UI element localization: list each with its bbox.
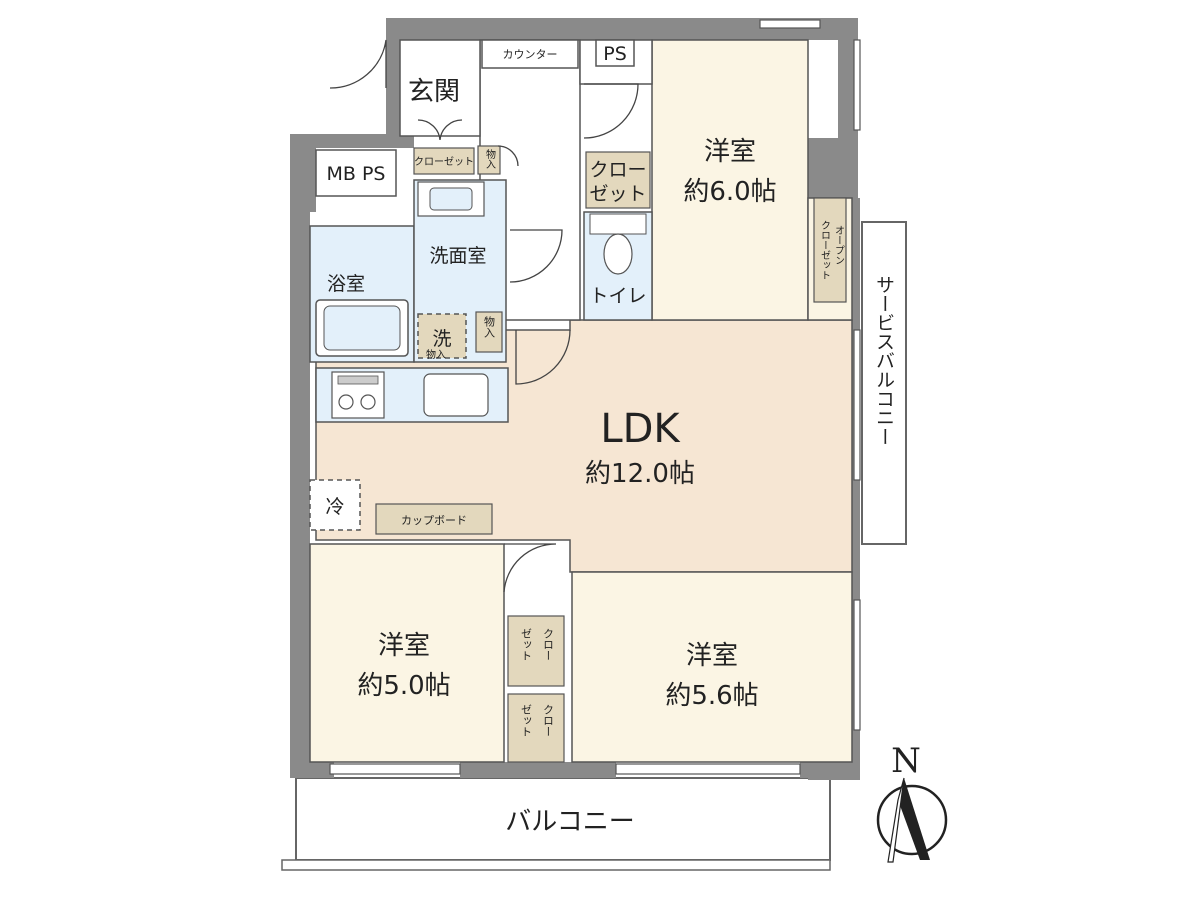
closet-middle-upper: [507, 615, 565, 687]
cupboard: [375, 503, 493, 535]
room-labels: 玄関 浴室 洗面室 トイレ 洋室 約6.0帖 LDK 約12.0帖 洋室 約5.…: [327, 77, 777, 711]
service-balcony-area: サービスバルコニー: [861, 221, 907, 545]
ldk-name: LDK: [600, 406, 681, 452]
closet-mu-line1: クロー: [542, 628, 555, 661]
counter: [481, 39, 579, 69]
ne-closet-line1: クロー: [589, 159, 646, 181]
open-closet: [813, 197, 847, 303]
service-balcony-label: サービスバルコニー: [873, 275, 895, 446]
ne-closet: [585, 151, 651, 209]
mb-ps-label: MB PS: [327, 163, 386, 185]
compass-needle: [898, 778, 930, 860]
balcony-label: バルコニー: [505, 807, 634, 837]
closet-ml-line2: ゼット: [520, 704, 533, 737]
closet-ml-line1: クロー: [542, 704, 555, 737]
toilet-label: トイレ: [589, 285, 646, 307]
fridge-label: 冷: [325, 496, 344, 518]
closet-mu-line2: ゼット: [520, 628, 533, 661]
ps-box: [595, 39, 635, 67]
entrance-label: 玄関: [408, 77, 460, 107]
sw-room-size: 約5.0帖: [357, 671, 450, 701]
entrance-closet-label: クローゼット: [414, 156, 474, 168]
bath-label: 浴室: [327, 273, 365, 295]
entrance-closet: [413, 147, 475, 175]
ne-closet-line2: ゼット: [589, 183, 646, 205]
cupboard-label: カップボード: [401, 514, 467, 527]
open-closet-line1: オープン: [833, 225, 844, 265]
washroom-label: 洗面室: [429, 245, 486, 267]
ne-room-name: 洋室: [704, 137, 756, 167]
se-room-name: 洋室: [686, 641, 738, 671]
compass-ring: [876, 784, 948, 856]
sw-room-name: 洋室: [378, 631, 430, 661]
washer-space: [417, 313, 467, 359]
counter-label: カウンター: [503, 48, 558, 61]
toilet-bowl: [603, 233, 633, 275]
mb-ps-box: [315, 149, 397, 197]
windows: [329, 19, 861, 775]
compass: N: [876, 741, 948, 863]
ne-room-size: 約6.0帖: [683, 177, 776, 207]
open-closet-line2: クローゼット: [819, 220, 831, 280]
balcony-area: バルコニー: [281, 777, 831, 871]
washroom-storage: [475, 311, 503, 353]
ldk-size: 約12.0帖: [585, 459, 695, 489]
entrance-storage-label: 物入: [484, 148, 496, 169]
doors: [329, 39, 639, 593]
ps-label: PS: [603, 43, 627, 65]
fridge-space: [309, 479, 361, 531]
entrance-storage: [477, 145, 501, 175]
north-label: N: [891, 741, 921, 781]
washroom-storage-label: 物入: [483, 315, 496, 338]
se-room-size: 約5.6帖: [665, 681, 758, 711]
washer-storage-label: 物入: [426, 348, 446, 361]
closet-middle-lower: [507, 693, 565, 763]
fixtures: カウンター PS MB PS クローゼット 物入 物入 洗 物入 クロー ゼット: [309, 39, 847, 763]
kitchen-sink: [423, 373, 489, 417]
washer-label: 洗: [432, 328, 451, 350]
